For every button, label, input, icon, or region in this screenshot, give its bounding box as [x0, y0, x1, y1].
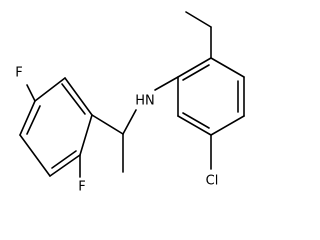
bond-ring-right-3: [210, 115, 245, 136]
bond-ring-right-inner-3: [182, 64, 210, 81]
bond-ring-left-4: [19, 134, 51, 177]
bond-nitrogen-ch: [122, 109, 137, 135]
bond-ring-right-inner-2: [182, 112, 210, 129]
atom-label-nh: HN: [135, 94, 155, 109]
bond-ring-left-3: [19, 100, 36, 136]
bond-ring-right-4: [177, 115, 212, 136]
bond-ch-ring: [91, 114, 124, 135]
bond-ring-right-6: [177, 57, 212, 78]
bond-ring-left-1: [64, 77, 93, 116]
atom-label-fluorine-bottom: F: [78, 180, 85, 195]
bond-ring-right-1: [210, 57, 245, 78]
atom-label-chlorine: Cl: [206, 174, 219, 189]
chemical-structure-diagram: HN Cl F F: [15, 11, 245, 195]
bond-ring-nitrogen: [154, 76, 179, 91]
bond-ring-left-inner-3: [51, 150, 77, 169]
bond-ring-left-2: [34, 77, 66, 102]
bond-ring-fluorine-top: [26, 84, 36, 102]
bond-ring-left-6: [79, 114, 93, 156]
bond-ring-left-inner-2: [26, 105, 41, 135]
bond-ring-left-inner-1: [61, 83, 86, 115]
atom-label-fluorine-top: F: [15, 66, 22, 81]
bond-ring-left-5: [49, 154, 81, 177]
bond-methyl-oxygen: [185, 11, 212, 28]
